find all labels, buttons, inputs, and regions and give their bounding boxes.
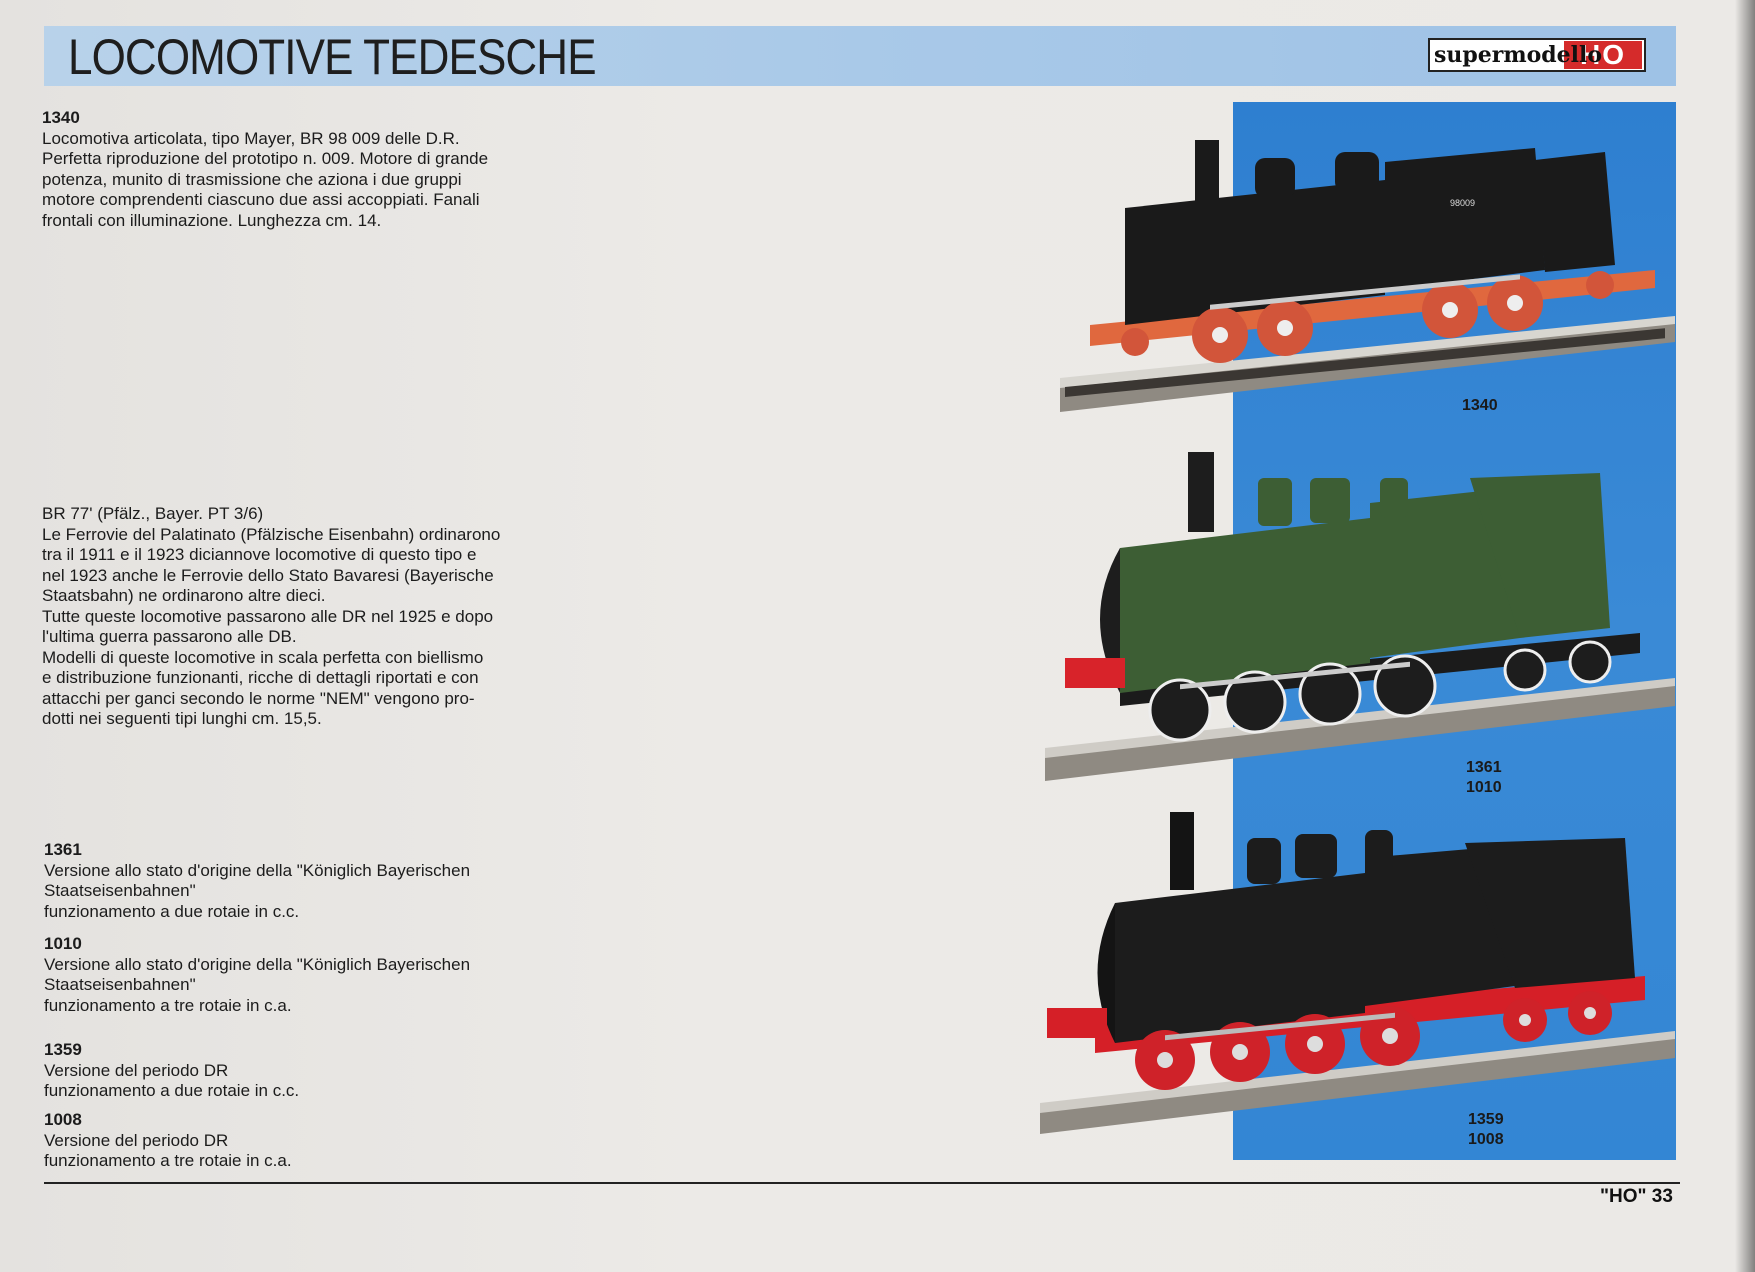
brand-logo-text: supermodello: [1434, 42, 1603, 68]
description-1340: 1340 Locomotiva articolata, tipo Mayer, …: [42, 108, 522, 231]
variant-1359: 1359 Versione del periodo DR funzionamen…: [44, 1040, 534, 1102]
text-line: Perfetta riproduzione del prototipo n. 0…: [42, 149, 489, 168]
loco-chimney: [1195, 140, 1219, 202]
connecting-rod: [1165, 1012, 1395, 1041]
track-rail: [1045, 678, 1675, 758]
text-line: l'ultima guerra passarono alle DB.: [42, 627, 297, 646]
loco-boiler: [1120, 518, 1370, 693]
text-line: funzionamento a due rotaie in c.c.: [44, 901, 300, 921]
text-line: Versione del periodo DR: [44, 1060, 229, 1080]
text-line: Modelli di queste locomotive in scala pe…: [42, 647, 484, 667]
loco-chimney: [1170, 812, 1194, 890]
loco-dome: [1295, 834, 1337, 878]
caption-1010: 1010: [1466, 779, 1502, 796]
loco-smokebox: [1100, 548, 1120, 693]
loco-wheels: [1148, 640, 1612, 742]
loco-buffer-beam: [1047, 1008, 1107, 1038]
loco-dome: [1365, 830, 1393, 872]
brand-logo: HO supermodello: [1428, 38, 1646, 72]
text-line: BR 77' (Pfälz., Bayer. PT 3/6): [42, 504, 264, 523]
loco-cab: [1385, 148, 1545, 290]
locomotive-photo-1359-1008: [1035, 808, 1680, 1138]
text-line: Le Ferrovie del Palatinato (Pfälzische E…: [42, 524, 501, 544]
loco-dome: [1310, 478, 1350, 523]
text-line: Locomotiva articolata, tipo Mayer, BR 98…: [42, 128, 460, 148]
text-line: attacchi per ganci secondo le norme "NEM…: [42, 688, 475, 708]
text-line: nel 1923 anche le Ferrovie dello Stato B…: [42, 565, 494, 585]
description-br77: BR 77' (Pfälz., Bayer. PT 3/6) Le Ferrov…: [42, 504, 532, 730]
text-line: funzionamento a tre rotaie in c.a.: [44, 1151, 292, 1170]
caption-1361: 1361: [1466, 759, 1502, 776]
loco-boiler: [1115, 873, 1365, 1043]
text-line: Staatsbahn) ne ordinarono altre dieci.: [42, 586, 326, 605]
track-ballast: [1045, 683, 1675, 781]
loco-dome: [1255, 158, 1295, 198]
variant-1008: 1008 Versione del periodo DR funzionamen…: [44, 1110, 534, 1172]
binding-shadow: [1735, 0, 1755, 1272]
text-line: frontali con illuminazione. Lunghezza cm…: [42, 210, 382, 230]
loco-dome: [1335, 152, 1379, 192]
loco-dome: [1247, 838, 1281, 884]
loco-wheels: [1121, 271, 1614, 363]
variant-1010: 1010 Versione allo stato d'origine della…: [44, 934, 534, 1016]
product-code-1359: 1359: [44, 1040, 82, 1059]
connecting-rod: [1210, 274, 1520, 310]
loco-wheels: [1135, 991, 1612, 1090]
brand-logo-ho: HO: [1564, 41, 1642, 69]
text-line: Versione del periodo DR: [44, 1130, 229, 1150]
text-line: e distribuzione funzionanti, ricche di d…: [42, 668, 479, 687]
track-ballast: [1040, 1036, 1675, 1134]
page-number: "HO" 33: [1600, 1186, 1673, 1207]
text-line: Versione allo stato d'origine della "Kön…: [44, 954, 471, 974]
text-line: potenza, munito di trasmissione che azio…: [42, 169, 462, 189]
product-code-1008: 1008: [44, 1110, 82, 1129]
text-line: Versione allo stato d'origine della "Kön…: [44, 860, 471, 880]
caption-1340: 1340: [1462, 397, 1498, 414]
header-band: [44, 26, 1676, 86]
text-line: funzionamento a tre rotaie in c.a.: [44, 995, 292, 1015]
text-line: Staatseisenbahnen": [44, 881, 196, 900]
text-line: Staatseisenbahnen": [44, 975, 196, 994]
loco-dome: [1380, 478, 1408, 518]
loco-buffer-beam: [1065, 658, 1125, 688]
text-line: tra il 1911 e il 1923 diciannove locomot…: [42, 545, 477, 564]
product-code-1010: 1010: [44, 934, 82, 953]
loco-chimney: [1188, 452, 1214, 532]
locomotive-photo-1340: 98009: [1055, 120, 1680, 430]
loco-cab: [1470, 473, 1610, 638]
caption-1359: 1359: [1468, 1111, 1504, 1128]
loco-number-plate: 98009: [1450, 198, 1475, 208]
loco-boiler: [1125, 180, 1385, 325]
text-line: Tutte queste locomotive passarono alle D…: [42, 606, 494, 626]
track-sleepers: [1065, 328, 1665, 398]
footer-rule: [44, 1182, 1680, 1184]
loco-tank: [1370, 488, 1520, 658]
variant-1361: 1361 Versione allo stato d'origine della…: [44, 840, 534, 922]
product-code-1340: 1340: [42, 108, 80, 127]
text-line: funzionamento a due rotaie in c.c.: [44, 1081, 300, 1100]
caption-1008: 1008: [1468, 1131, 1504, 1148]
loco-dome: [1258, 478, 1292, 526]
product-code-1361: 1361: [44, 840, 82, 859]
track-rail: [1060, 316, 1675, 388]
loco-cab: [1465, 838, 1635, 988]
page-title: LOCOMOTIVE TEDESCHE: [68, 29, 597, 85]
loco-tank: [1365, 846, 1515, 1006]
track-rail: [1040, 1031, 1675, 1113]
locomotive-photo-1361-1010: [1040, 448, 1680, 788]
connecting-rod: [1180, 661, 1410, 690]
text-line: motore comprendenti ciascuno due assi ac…: [42, 190, 480, 209]
text-line: dotti nei seguenti tipi lunghi cm. 15,5.: [42, 709, 322, 728]
loco-bunker: [1535, 152, 1615, 272]
